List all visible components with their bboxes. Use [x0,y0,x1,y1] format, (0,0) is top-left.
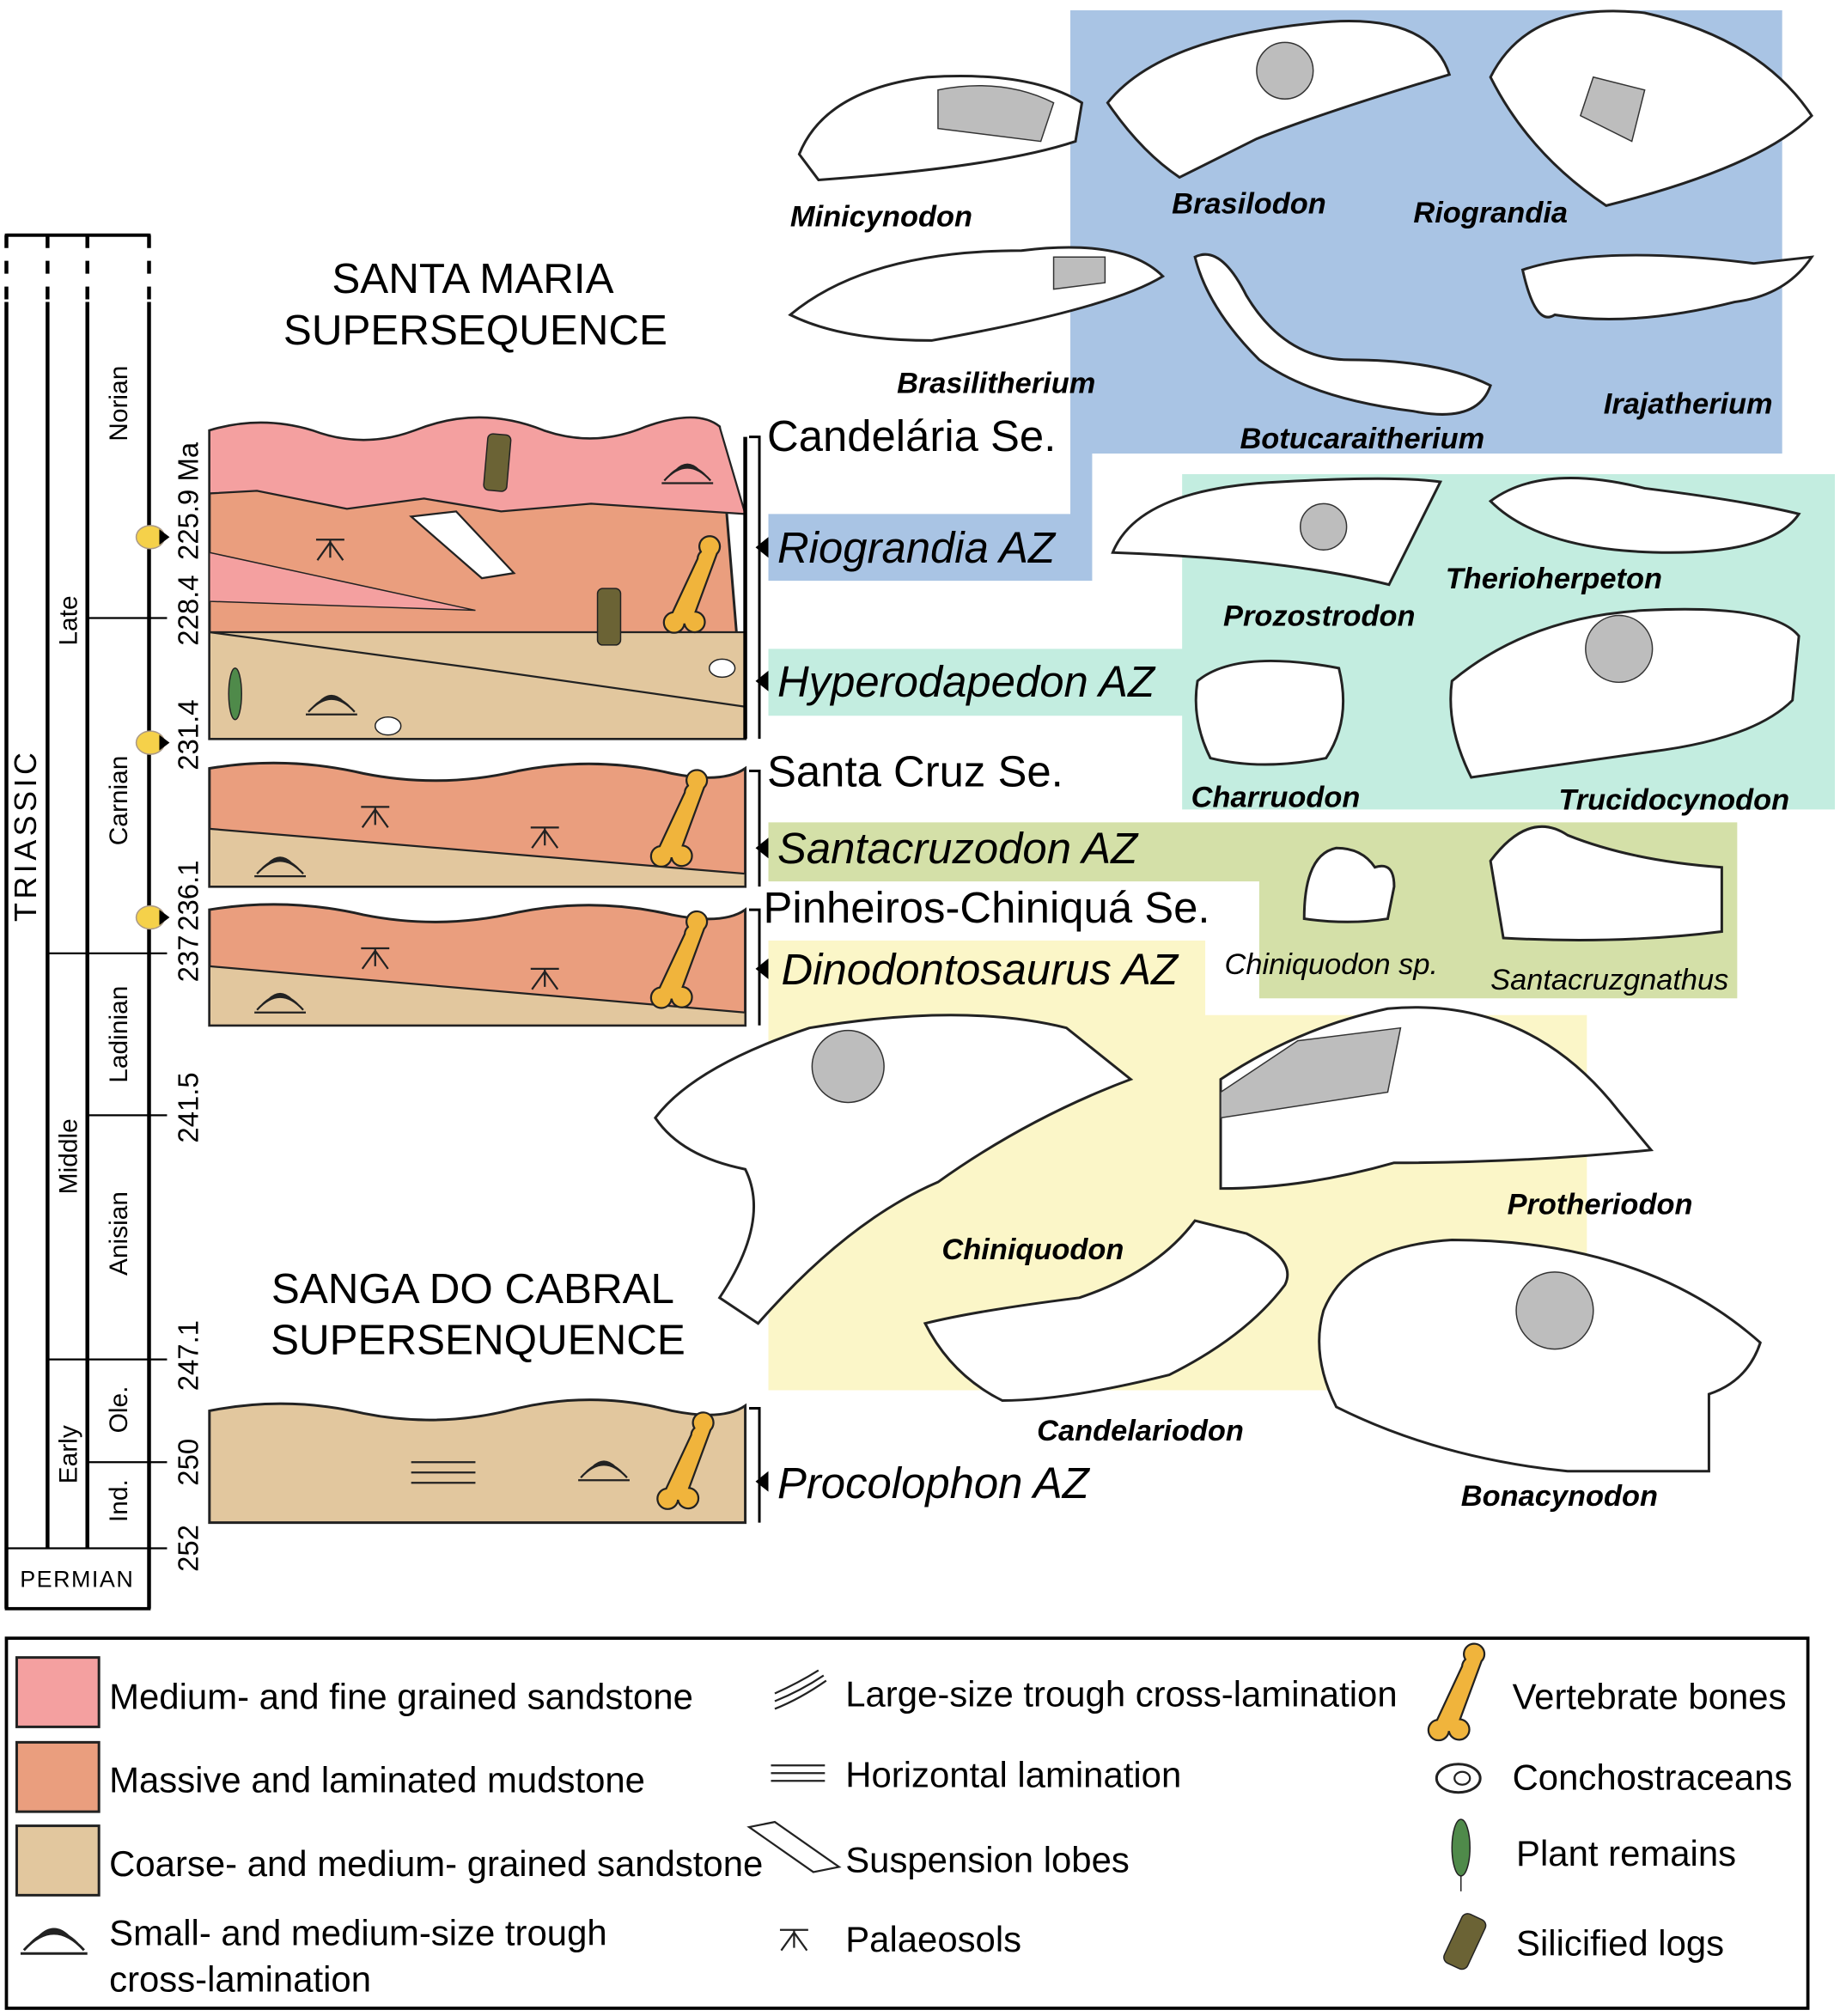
silicified-logs-icon [1443,1913,1487,1970]
legend-label: Small- and medium-size trough [109,1913,607,1953]
santacruzgnathus-jaw [1489,825,1723,941]
sequence-pinheiros-chiniqua: Pinheiros-Chiniquá Se. [764,883,1210,932]
legend-label: Silicified logs [1516,1923,1724,1964]
legend-label: Massive and laminated mudstone [109,1760,645,1800]
sequence-candelaria: Candelária Se. [767,411,1056,460]
prozostrodon-skull [1111,477,1443,587]
swatch-mudstone [15,1740,101,1813]
therioherpeton-skull [1488,477,1801,554]
santa-maria-title: SUPERSEQUENCE [283,307,667,354]
charruodon-jaw [1194,659,1345,766]
legend-label: Horizontal lamination [845,1755,1181,1795]
stage-norian: Norian [105,366,133,442]
santa-cruz-column [208,761,761,888]
swatch-fine-sandstone [15,1656,101,1728]
epoch-middle: Middle [55,1118,83,1194]
taxon-label: Therioherpeton [1446,563,1662,595]
age-marker-icon [135,904,170,930]
age-label: 247.1 [172,1320,204,1391]
stage-ladinian: Ladinian [105,986,133,1083]
chiniquodon-sp-tooth [1302,846,1396,923]
legend-label: Large-size trough cross-lamination [845,1673,1397,1714]
age-marker-icon [135,730,170,755]
taxon-label: Riograndia [1413,197,1568,229]
taxon-label: Chiniquodon sp. [1225,948,1439,981]
sanga-do-cabral-title: SUPERSENQUENCE [271,1317,685,1364]
plant-remains-icon [1451,1818,1471,1891]
taxon-label: Prozostrodon [1223,600,1416,632]
taxon-labels: Minicynodon Brasilodon Riograndia Brasil… [790,187,1789,1513]
taxon-label: Candelariodon [1037,1415,1244,1447]
taxon-label: Brasilitherium [897,368,1095,400]
chiniquodon-skull [654,1014,1134,1325]
age-label: 228.4 [172,575,204,645]
stage-induan: Ind. [105,1479,133,1522]
az-procolophon: Procolophon AZ [777,1459,1091,1507]
legend-label: Vertebrate bones [1513,1676,1787,1716]
trucidocynodon-skull [1449,607,1800,779]
taxon-label: Botucaraitherium [1240,423,1484,455]
candelaria-column [208,416,761,740]
age-label: 252 [172,1525,204,1572]
brasilodon-skull [1106,20,1452,180]
sanga-do-cabral-column [208,1398,761,1525]
candelariodon-jaw [923,1219,1289,1402]
taxon-label: Charruodon [1191,781,1361,813]
az-dinodontosaurus: Dinodontosaurus AZ [781,945,1179,994]
age-label: 236.1 [172,860,204,930]
az-santacruzodon: Santacruzodon AZ [777,824,1139,873]
swatch-coarse-sandstone [15,1824,101,1897]
epoch-early: Early [55,1425,83,1483]
stage-olenekian: Ole. [105,1386,133,1434]
period-triassic: TRIASSIC [9,749,43,922]
taxon-label: Trucidocynodon [1558,783,1789,816]
age-label: 237 [172,935,204,982]
az-pointer-icon [755,537,769,1492]
age-label: 250 [172,1439,204,1486]
taxon-label: Protheriodon [1508,1189,1693,1221]
sanga-do-cabral-title: SANGA DO CABRAL [271,1265,674,1313]
legend-label: Medium- and fine grained sandstone [109,1676,693,1716]
age-label: 241.5 [172,1072,204,1142]
santa-maria-title: SANTA MARIA [332,255,613,302]
geologic-timescale: TRIASSIC Late Middle Early Norian Carnia… [0,233,204,1611]
legend-label: Plant remains [1516,1833,1736,1873]
conchostracean-icon [1435,1763,1482,1794]
legend-label: Palaeosols [845,1919,1021,1959]
taxon-label: Bonacynodon [1461,1480,1658,1513]
taxon-label: Santacruzgnathus [1490,964,1728,996]
taxon-label: Irajatherium [1604,388,1773,421]
sequence-santa-cruz: Santa Cruz Se. [767,746,1063,795]
legend-label: Coarse- and medium- grained sandstone [109,1843,763,1884]
legend-label: cross-lamination [109,1959,371,2000]
riograndia-skull [1489,9,1814,207]
age-label: 231.4 [172,699,204,770]
az-hyperodapedon: Hyperodapedon AZ [777,657,1156,706]
period-permian: PERMIAN [20,1566,134,1592]
age-marker-icon [135,525,170,550]
bonacynodon-skull [1318,1238,1762,1473]
irajatherium-jaw [1520,253,1815,320]
stage-anisian: Anisian [105,1191,133,1276]
riograndia-az-zone [768,10,1782,582]
botucaraitherium-jaw [1193,253,1492,416]
stage-carnian: Carnian [105,756,133,846]
suspension-lobes-icon [746,1820,842,1873]
legend: Medium- and fine grained sandstone Massi… [4,1636,1810,2010]
legend-label: Conchostraceans [1513,1757,1793,1798]
az-riograndia: Riograndia AZ [777,523,1057,572]
taxon-label: Brasilodon [1172,187,1326,220]
large-trough-icon [774,1669,827,1710]
legend-label: Suspension lobes [845,1839,1130,1879]
taxon-label: Minicynodon [790,200,972,233]
taxon-label: Chiniquodon [941,1233,1124,1266]
age-label: 225.9 Ma [172,442,204,560]
epoch-late: Late [55,595,83,645]
pinheiros-chiniqua-column [208,903,761,1027]
horizontal-lamination-icon [771,1764,826,1782]
